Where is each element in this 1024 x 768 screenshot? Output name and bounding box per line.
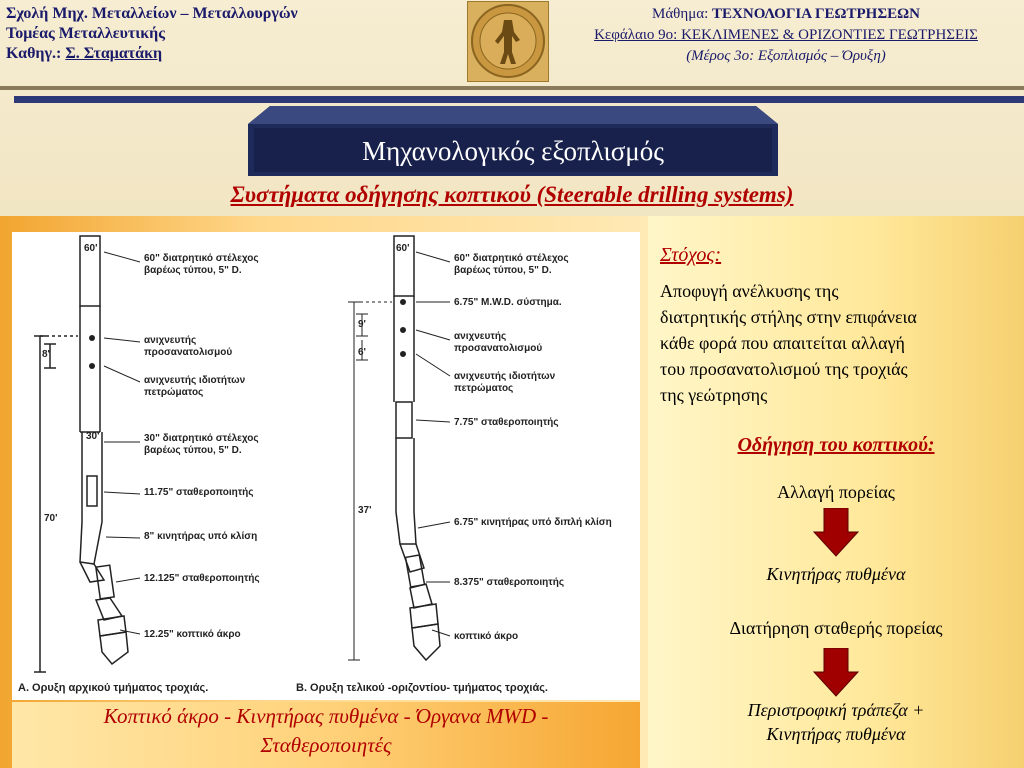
bha-label: 8" κινητήρας υπό κλίση bbox=[144, 531, 258, 542]
caption-line-2: Σταθεροποιητές bbox=[260, 733, 392, 757]
header-left: Σχολή Μηχ. Μεταλλείων – Μεταλλουργών Τομ… bbox=[6, 4, 466, 64]
bha-label: πετρώματος bbox=[454, 383, 514, 394]
professor-prefix: Καθηγ.: bbox=[6, 45, 62, 62]
goal-line: Αποφυγή ανέλκυσης της bbox=[660, 281, 839, 301]
goal-text: Αποφυγή ανέλκυσης της διατρητικής στήλης… bbox=[660, 278, 990, 408]
bha-label: 6.75" M.W.D. σύστημα. bbox=[454, 297, 562, 308]
goal-line: κάθε φορά που απαιτείται αλλαγή bbox=[660, 333, 905, 353]
course-line: Μάθημα: ΤΕΧΝΟΛΟΓΙΑ ΓΕΩΤΡΗΣΕΩΝ bbox=[552, 4, 1020, 25]
header-right: Μάθημα: ΤΕΧΝΟΛΟΓΙΑ ΓΕΩΤΡΗΣΕΩΝ Κεφάλαιο 9… bbox=[552, 4, 1020, 67]
bha-label: ανιχνευτής ιδιοτήτων bbox=[454, 371, 556, 382]
course-name: ΤΕΧΝΟΛΟΓΙΑ ΓΕΩΤΡΗΣΕΩΝ bbox=[712, 6, 921, 22]
bha-label: 60" διατρητικό στέλεχος bbox=[144, 253, 259, 264]
bha-label: 60" διατρητικό στέλεχος bbox=[454, 253, 569, 264]
bha-label: 12.25" κοπτικό άκρο bbox=[144, 629, 241, 640]
bottom-caption: Κοπτικό άκρο - Κινητήρας πυθμένα - Όργαν… bbox=[12, 702, 640, 768]
dim-label: 70' bbox=[44, 513, 58, 524]
bha-label: ανιχνευτής bbox=[144, 335, 197, 346]
course-change-text: Αλλαγή πορείας bbox=[777, 482, 895, 502]
rotary-table-text: Περιστροφική τράπεζα + Κινητήρας πυθμένα bbox=[648, 698, 1024, 746]
slide-title: Μηχανολογικός εξοπλισμός bbox=[362, 136, 664, 166]
bha-label: προσανατολισμού bbox=[454, 343, 543, 354]
dim-label: 9' bbox=[358, 319, 366, 330]
bha-label: κοπτικό άκρο bbox=[454, 631, 519, 642]
figure-caption-b: Β. Ορυξη τελικού -οριζοντίου- τμήματος τ… bbox=[296, 682, 548, 694]
steering-title: Οδήγηση του κοπτικού: bbox=[737, 434, 935, 456]
bha-label: 30" διατρητικό στέλεχος bbox=[144, 433, 259, 444]
sector-name: Τομέας Μεταλλευτικής bbox=[6, 25, 165, 42]
dim-label: 37' bbox=[358, 505, 372, 516]
dim-label: 6' bbox=[358, 347, 366, 358]
slide-subtitle: Συστήματα οδήγησης κοπτικού (Steerable d… bbox=[230, 182, 794, 207]
dim-label: 30' bbox=[86, 431, 100, 442]
bha-label: 7.75" σταθεροποιητής bbox=[454, 417, 559, 428]
bha-label: ανιχνευτής bbox=[454, 331, 507, 342]
title-banner bbox=[248, 106, 778, 176]
caption-line-1: Κοπτικό άκρο - Κινητήρας πυθμένα - Όργαν… bbox=[103, 704, 549, 728]
bha-label: βαρέως τύπου, 5" D. bbox=[454, 265, 552, 276]
bha-label: 11.75" σταθεροποιητής bbox=[144, 487, 254, 498]
bha-drawing bbox=[34, 235, 451, 673]
bha-label: 6.75" κινητήρας υπό διπλή κλίση bbox=[454, 517, 612, 528]
part-line: (Μέρος 3ο: Εξοπλισμός – Όρυξη) bbox=[686, 48, 886, 64]
bha-label: 12.125" σταθεροποιητής bbox=[144, 573, 260, 584]
university-logo bbox=[467, 1, 549, 82]
rotary-line-1: Περιστροφική τράπεζα + bbox=[747, 700, 925, 720]
bha-figure: 60' 8' 30' 70' 60' 9' 6' 37' 60" διατρητ… bbox=[12, 232, 640, 700]
dim-label: 8' bbox=[42, 349, 50, 360]
down-arrow-icon bbox=[812, 508, 860, 557]
motor-text: Κινητήρας πυθμένα bbox=[766, 564, 906, 584]
goal-line: της γεώτρησης bbox=[660, 385, 768, 405]
bha-label: βαρέως τύπου, 5" D. bbox=[144, 265, 242, 276]
professor-name: Σ. Σταματάκη bbox=[65, 45, 163, 62]
bha-label: ανιχνευτής ιδιοτήτων bbox=[144, 375, 246, 386]
figure-caption-a: Α. Ορυξη αρχικού τμήματος τροχιάς. bbox=[18, 682, 209, 694]
professor-line: Καθηγ.: Σ. Σταματάκη bbox=[6, 44, 466, 64]
school-name: Σχολή Μηχ. Μεταλλείων – Μεταλλουργών bbox=[6, 5, 298, 22]
goal-line: διατρητικής στήλης στην επιφάνεια bbox=[660, 307, 917, 327]
header-divider bbox=[0, 86, 1024, 90]
course-prefix: Μάθημα: bbox=[651, 6, 709, 22]
dim-label: 60' bbox=[84, 243, 98, 254]
goal-line: του προσανατολισμού της τροχιάς bbox=[660, 359, 908, 379]
dim-label: 60' bbox=[396, 243, 410, 254]
chapter-line: Κεφάλαιο 9ο: ΚΕΚΛΙΜΕΝΕΣ & ΟΡΙΖΟΝΤΙΕΣ ΓΕΩ… bbox=[594, 27, 978, 43]
bha-label: προσανατολισμού bbox=[144, 347, 233, 358]
bha-label: βαρέως τύπου, 5" D. bbox=[144, 445, 242, 456]
goal-title: Στόχος: bbox=[660, 244, 722, 266]
bha-label: πετρώματος bbox=[144, 387, 204, 398]
header-band bbox=[14, 96, 1024, 103]
bha-label: 8.375" σταθεροποιητής bbox=[454, 577, 565, 588]
rotary-line-2: Κινητήρας πυθμένα bbox=[766, 724, 906, 744]
down-arrow-icon bbox=[812, 648, 860, 697]
keep-course-text: Διατήρηση σταθερής πορείας bbox=[729, 618, 943, 638]
